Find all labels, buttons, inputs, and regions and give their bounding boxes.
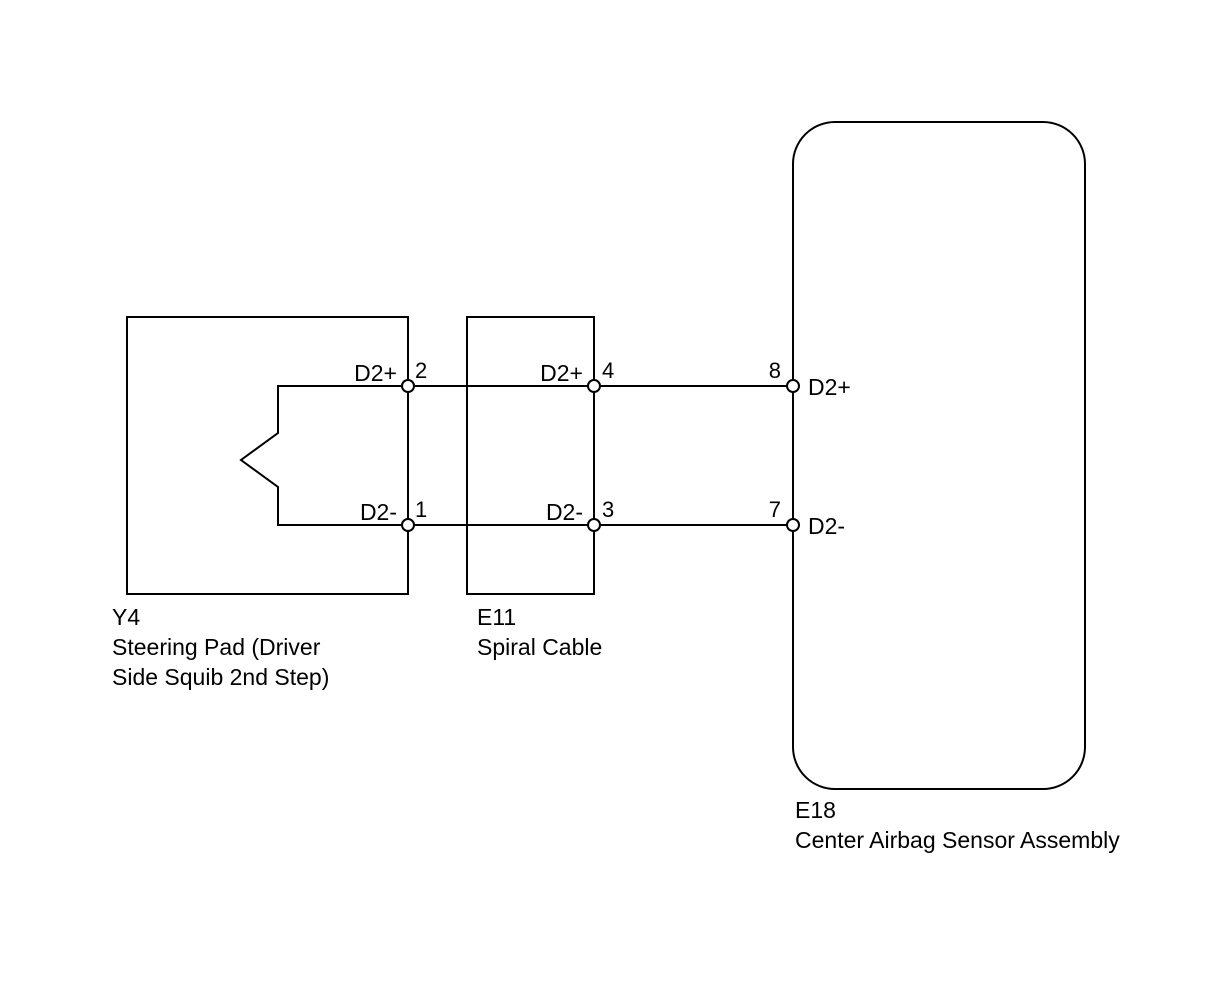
y4-desc-line1: Steering Pad (Driver: [112, 634, 321, 660]
terminal-e11-pin3: [587, 518, 601, 532]
e11-desc-line1: Spiral Cable: [477, 634, 602, 660]
e18-pin7-signal-label: D2-: [808, 513, 845, 539]
e11-pin3-signal-label: D2-: [546, 499, 583, 525]
y4-pin1-signal-label: D2-: [360, 499, 397, 525]
terminal-e18-pin7: [786, 518, 800, 532]
y4-pin2-number: 2: [415, 358, 427, 383]
e18-pin8-number: 8: [769, 358, 781, 383]
e11-connector-box: [466, 316, 595, 595]
e18-code-label: E18: [795, 797, 836, 823]
e11-pin3-number: 3: [602, 497, 614, 522]
y4-connector-box: [126, 316, 409, 595]
e18-connector-box: [792, 121, 1086, 790]
terminal-y4-pin2: [401, 379, 415, 393]
e11-code-label: E11: [477, 604, 516, 630]
y4-pin1-number: 1: [415, 497, 427, 522]
e18-pin8-signal-label: D2+: [808, 374, 851, 400]
e11-pin4-number: 4: [602, 358, 614, 383]
squib-symbol: [239, 385, 408, 526]
e18-pin7-number: 7: [769, 497, 781, 522]
y4-pin2-signal-label: D2+: [354, 360, 397, 386]
y4-code-label: Y4: [112, 604, 140, 630]
terminal-y4-pin1: [401, 518, 415, 532]
y4-desc-line2: Side Squib 2nd Step): [112, 664, 329, 690]
terminal-e18-pin8: [786, 379, 800, 393]
terminal-e11-pin4: [587, 379, 601, 393]
e18-desc-line1: Center Airbag Sensor Assembly: [795, 827, 1120, 853]
e11-pin4-signal-label: D2+: [540, 360, 583, 386]
